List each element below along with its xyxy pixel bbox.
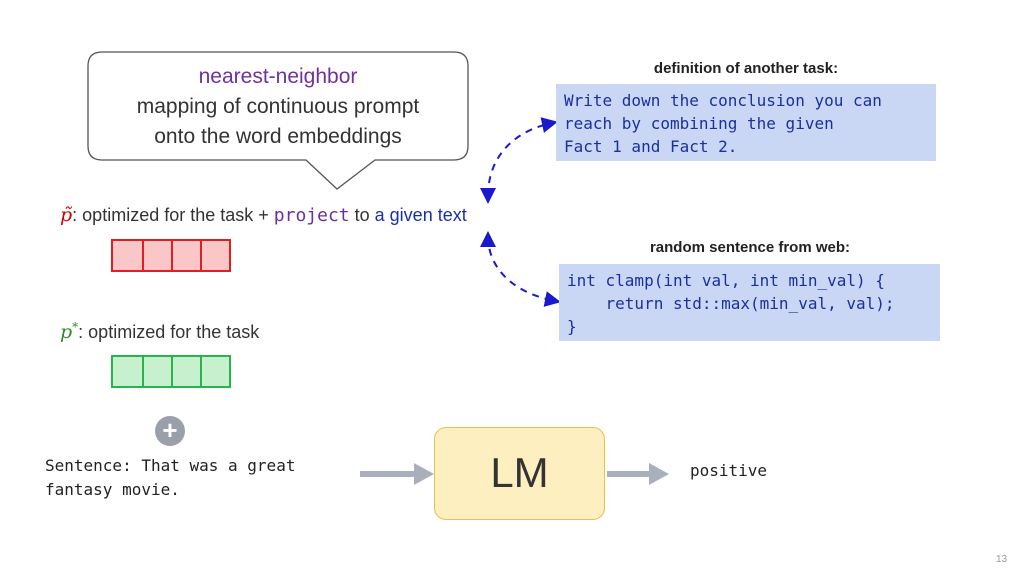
callout-bubble-shape xyxy=(87,51,469,190)
random-sentence-box: int clamp(int val, int min_val) { return… xyxy=(559,264,940,341)
token-cell xyxy=(200,357,229,386)
input-sentence: Sentence: That was a great fantasy movie… xyxy=(45,456,296,499)
p-star-superscript: * xyxy=(72,320,79,334)
token-cell xyxy=(113,241,142,270)
p-tilde-symbol: p̃ xyxy=(60,204,73,226)
arrow-output-head xyxy=(649,463,669,485)
callout-line-2: mapping of continuous prompt xyxy=(136,95,420,118)
arrow-input-head xyxy=(414,463,434,485)
p-star-text: : optimized for the task xyxy=(78,322,260,342)
p-tilde-to: to xyxy=(349,205,375,225)
token-cell xyxy=(142,241,171,270)
output-label: positive xyxy=(690,461,768,480)
token-cell xyxy=(113,357,142,386)
definition-title: definition of another task: xyxy=(653,60,839,77)
token-cell xyxy=(200,241,229,270)
token-cell xyxy=(171,241,200,270)
p-tilde-text: : optimized for the task + xyxy=(72,205,274,225)
definition-box: Write down the conclusion you can reach … xyxy=(556,84,936,161)
p-star-caption: p*: optimized for the task xyxy=(60,320,259,343)
callout-line-3: onto the word embeddings xyxy=(154,125,402,148)
p-star-token-row xyxy=(111,355,231,388)
p-star-symbol: p xyxy=(60,321,73,343)
lm-box: LM xyxy=(434,427,605,520)
page-number: 13 xyxy=(996,554,1008,565)
p-tilde-caption: p̃: optimized for the task + project to … xyxy=(60,204,467,226)
callout-text: nearest-neighbor mapping of continuous p… xyxy=(92,62,464,152)
project-keyword: project xyxy=(273,205,350,226)
token-cell xyxy=(142,357,171,386)
arrow-to-random xyxy=(487,235,561,307)
p-tilde-token-row xyxy=(111,239,231,272)
arrow-to-definition xyxy=(487,117,558,197)
plus-icon: + xyxy=(155,416,185,446)
random-sentence-title: random sentence from web: xyxy=(649,239,851,256)
p-tilde-target: a given text xyxy=(374,205,467,225)
token-cell xyxy=(171,357,200,386)
callout-line-1: nearest-neighbor xyxy=(198,65,358,88)
